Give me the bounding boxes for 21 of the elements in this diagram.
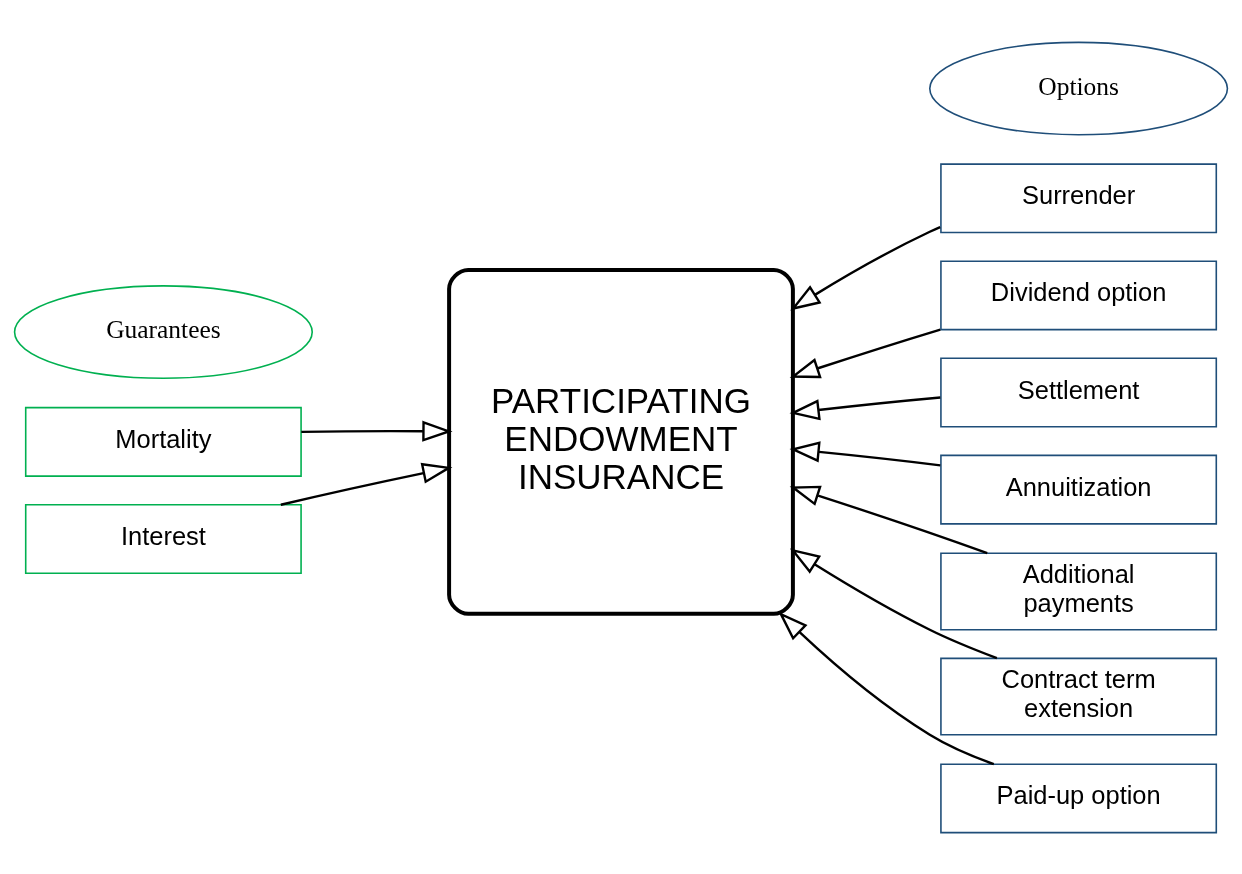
arrow xyxy=(280,462,453,506)
node-ellipse: Options xyxy=(929,41,1229,135)
node-ellipse: Guarantees xyxy=(13,284,313,379)
node-box: Additional payments xyxy=(940,552,1218,630)
arrow xyxy=(789,485,988,554)
node-box: Interest xyxy=(24,503,302,574)
arrow xyxy=(790,225,941,310)
node-box: Surrender xyxy=(940,162,1218,233)
node-box: Mortality xyxy=(24,406,302,477)
arrow xyxy=(789,395,941,420)
arrow xyxy=(789,440,941,466)
arrow xyxy=(789,548,998,659)
node-box: Paid-up option xyxy=(940,762,1218,833)
node-box: Dividend option xyxy=(940,259,1218,330)
arrow xyxy=(789,327,941,378)
arrow xyxy=(301,420,453,442)
node-box: Annuitization xyxy=(940,454,1218,525)
node-box: Contract term extension xyxy=(940,657,1218,736)
node-box: Settlement xyxy=(940,357,1218,428)
arrow xyxy=(778,611,995,765)
node-box: PARTICIPATING ENDOWMENT INSURANCE xyxy=(447,267,795,616)
